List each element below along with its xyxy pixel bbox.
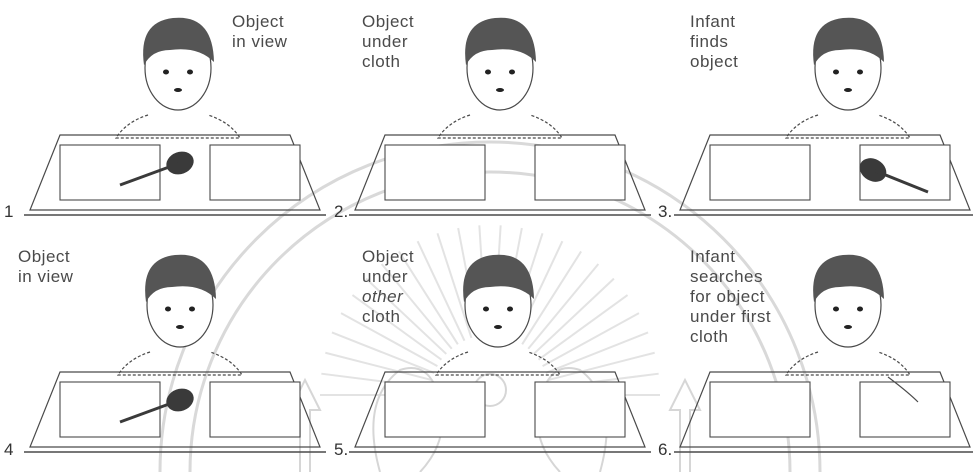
caption-line: Infant: [690, 247, 771, 267]
caption-line: searches: [690, 267, 771, 287]
infant-figure: [438, 18, 562, 138]
caption-line: Object: [362, 12, 414, 32]
panel-number: 5.: [334, 440, 348, 460]
caption-line: for object: [690, 287, 771, 307]
panel-number: 2.: [334, 202, 348, 222]
panel-number: 1: [4, 202, 13, 222]
caption-line: Object: [232, 12, 287, 32]
infant-figure: [116, 18, 240, 138]
infant-figure: [786, 18, 910, 138]
cloths: [710, 145, 950, 200]
panel-number: 4: [4, 440, 13, 460]
caption-line: cloth: [362, 307, 414, 327]
caption-line: cloth: [362, 52, 414, 72]
infant-figure: [118, 255, 242, 375]
caption-line: in view: [232, 32, 287, 52]
caption-line: under: [362, 267, 414, 287]
infant-figure: [436, 255, 560, 375]
caption-line: Object: [362, 247, 414, 267]
caption-line: under: [362, 32, 414, 52]
panel-number: 3.: [658, 202, 672, 222]
caption-line: object: [690, 52, 738, 72]
cloths: [385, 145, 625, 200]
caption-line: cloth: [690, 327, 771, 347]
panel-number: 6.: [658, 440, 672, 460]
caption-line: Infant: [690, 12, 738, 32]
caption-line: Object: [18, 247, 73, 267]
infant-figure: [786, 255, 910, 375]
caption-line: finds: [690, 32, 738, 52]
caption-line: in view: [18, 267, 73, 287]
caption-line: other: [362, 287, 414, 307]
cloths: [385, 382, 625, 437]
caption-line: under first: [690, 307, 771, 327]
cloths: [710, 382, 950, 437]
